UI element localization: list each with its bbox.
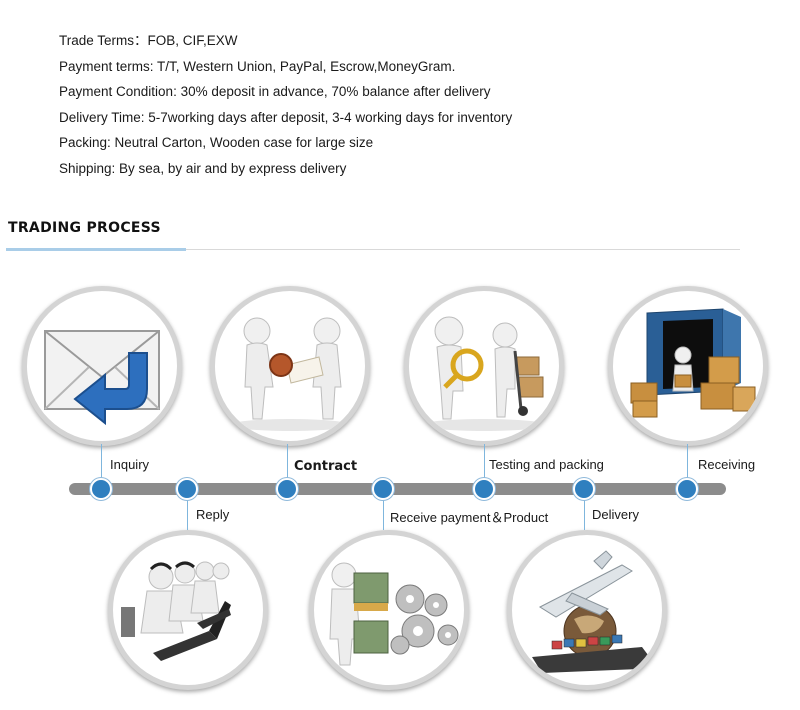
timeline-dot-inquiry	[90, 478, 112, 500]
stem-reply	[187, 494, 188, 530]
packing-line: Packing: Neutral Carton, Wooden case for…	[59, 135, 374, 150]
magnifier-inspection-icon	[404, 286, 564, 446]
handshake-contract-icon	[210, 286, 370, 446]
step-label-reply: Reply	[196, 507, 230, 522]
payment-terms-line: Payment terms: T/T, Western Union, PayPa…	[59, 58, 456, 74]
step-label-contract: Contract	[294, 459, 358, 474]
stem-delivery	[584, 494, 585, 530]
step-label-receive-payment: Receive payment＆Product	[390, 510, 549, 525]
payment-condition-line: Payment Condition: 30% deposit in advanc…	[59, 84, 491, 99]
step-label-receiving: Receiving	[698, 457, 756, 472]
section-divider	[6, 248, 740, 251]
timeline-dot-testing	[473, 478, 495, 500]
timeline-dot-receiving	[676, 478, 698, 500]
stem-inquiry	[101, 444, 102, 484]
stem-receive-payment	[383, 494, 384, 530]
stem-testing	[484, 444, 485, 484]
section-title: TRADING PROCESS	[8, 220, 161, 236]
timeline-dot-reply	[176, 478, 198, 500]
delivery-time-line: Delivery Time: 5-7working days after dep…	[59, 109, 513, 125]
timeline-dot-delivery	[573, 478, 595, 500]
step-label-delivery: Delivery	[592, 507, 639, 522]
envelope-icon	[22, 286, 182, 446]
step-label-testing: Testing and packing	[489, 457, 604, 472]
shipping-line: Shipping: By sea, by air and by express …	[59, 160, 347, 176]
airplane-ship-icon	[507, 530, 667, 690]
call-center-icon	[108, 530, 268, 690]
stem-contract	[287, 444, 288, 484]
trade-terms-list: Trade Terms：FOB, CIF,EXW Payment terms: …	[59, 28, 512, 181]
timeline-dot-contract	[276, 478, 298, 500]
process-timeline	[69, 483, 726, 495]
trade-terms-line: Trade Terms：FOB, CIF,EXW	[59, 33, 238, 48]
money-gears-icon	[309, 530, 469, 690]
timeline-dot-receive-payment	[372, 478, 394, 500]
stem-receiving	[687, 444, 688, 484]
step-label-inquiry: Inquiry	[110, 457, 150, 472]
container-boxes-icon	[608, 286, 768, 446]
